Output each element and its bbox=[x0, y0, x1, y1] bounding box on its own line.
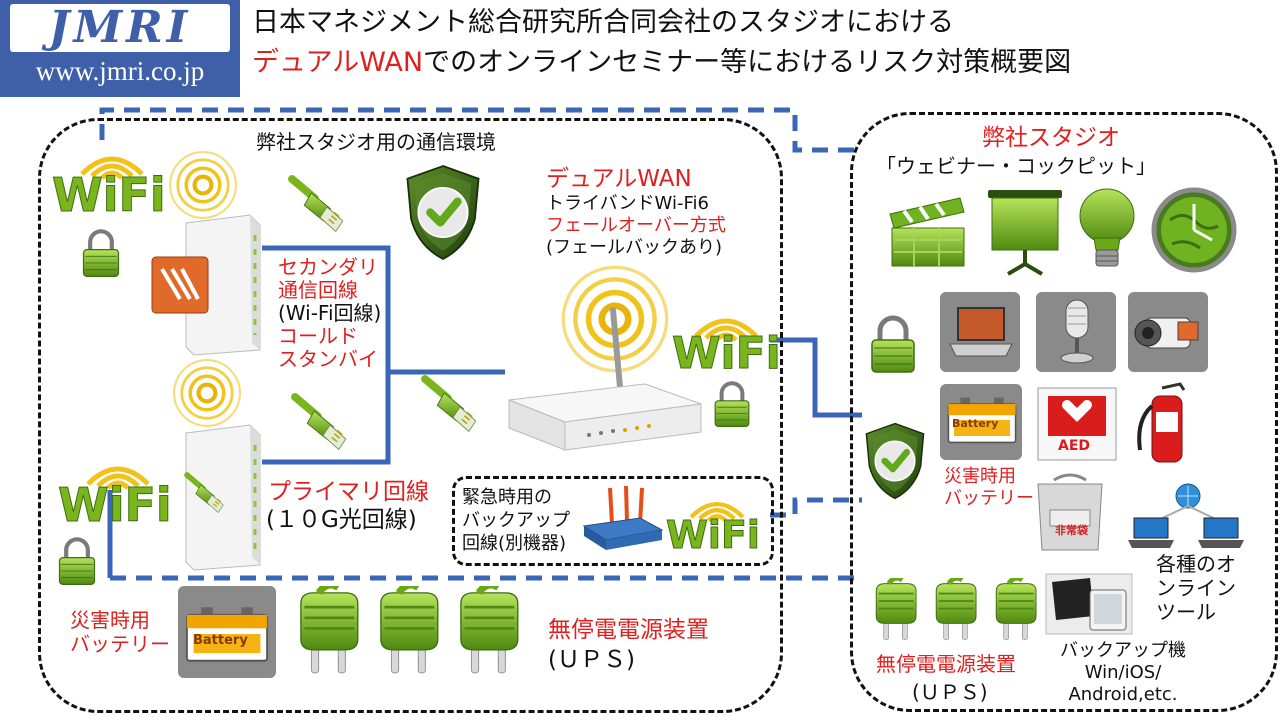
emergency-backup-label: 緊急時用の バックアップ 回線(別機器) bbox=[462, 486, 570, 555]
laptop-icon bbox=[949, 307, 1013, 357]
right-battery-line-1: 災害時用 bbox=[944, 466, 1016, 487]
logo-mark: JMRI bbox=[10, 4, 230, 52]
right-ups-sub: (ＵＰＳ) bbox=[912, 680, 988, 704]
online-tools-line-2: ンライン bbox=[1156, 576, 1236, 600]
lock-icon bbox=[868, 306, 918, 382]
left-region bbox=[38, 118, 783, 713]
secondary-line bbox=[262, 245, 505, 375]
title-line-2: デュアルWANでのオンラインセミナー等におけるリスク対策概要図 bbox=[252, 46, 1071, 80]
backup-device-label: バックアップ機 Win/iOS/ Android,etc. bbox=[1060, 640, 1186, 706]
emergency-bag-icon bbox=[1037, 473, 1103, 551]
emergency-bag-label: 非常袋 bbox=[1055, 524, 1088, 537]
router-icon bbox=[185, 424, 261, 571]
network-laptops-icon bbox=[1128, 483, 1244, 548]
microphone-icon bbox=[1060, 299, 1094, 364]
right-region bbox=[850, 112, 1278, 712]
power-plug-icon bbox=[292, 586, 372, 678]
wifi-icon: WiFi bbox=[666, 513, 761, 557]
wifi-icon: WiFi bbox=[58, 478, 173, 532]
wifi-icon: WiFi bbox=[672, 328, 782, 379]
projector-screen-icon bbox=[988, 190, 1062, 276]
provider-logo-icon bbox=[151, 256, 209, 314]
lock-icon bbox=[712, 380, 752, 428]
ethernet-cable-icon bbox=[418, 372, 488, 442]
secondary-line-1: セカンダリ bbox=[278, 255, 378, 279]
backup-line-1: バックアップ機 bbox=[1060, 640, 1186, 661]
primary-line bbox=[262, 372, 391, 465]
top-dashed-link bbox=[99, 107, 862, 153]
right-battery-line-2: バッテリー bbox=[944, 488, 1034, 509]
power-plug-icon bbox=[870, 578, 926, 644]
router-icon bbox=[508, 307, 702, 451]
left-battery-line-2: バッテリー bbox=[70, 632, 170, 656]
title-line-1: 日本マネジメント総合研究所合同会社のスタジオにおける bbox=[252, 7, 954, 38]
power-plug-icon bbox=[930, 578, 986, 644]
secondary-line-4: コールド bbox=[278, 324, 358, 348]
dual-wan-band: トライバンドWi-Fi6 bbox=[546, 193, 709, 214]
ethernet-cable-icon bbox=[182, 465, 232, 525]
lock-icon bbox=[80, 228, 122, 278]
wifi-icon: WiFi bbox=[52, 168, 167, 222]
studio-subtitle: 「ウェビナー・コックピット」 bbox=[876, 154, 1156, 178]
globe-clock-icon bbox=[1151, 187, 1237, 273]
battery-text: Battery bbox=[952, 417, 999, 430]
emergency-line-1: 緊急時用の bbox=[462, 487, 552, 508]
backup-dashed-link bbox=[770, 497, 862, 518]
emergency-line-3: 回線(別機器) bbox=[462, 533, 567, 554]
logo-url: www.jmri.co.jp bbox=[35, 56, 205, 86]
backup-router-icon bbox=[582, 485, 664, 550]
right-battery-label: 災害時用 バッテリー bbox=[944, 466, 1034, 510]
shield-check-icon bbox=[862, 420, 928, 502]
signal-rings-icon bbox=[172, 358, 242, 428]
tablet-devices-icon bbox=[1045, 573, 1133, 635]
online-tools-line-1: 各種のオ bbox=[1156, 552, 1236, 576]
left-battery-label: 災害時用 バッテリー bbox=[70, 608, 170, 656]
secondary-line-label: セカンダリ 通信回線 (Wi-Fi回線) コールド スタンバイ bbox=[278, 256, 381, 371]
signal-rings-icon bbox=[168, 150, 238, 220]
online-tools-line-3: ツール bbox=[1156, 600, 1216, 624]
video-camera-icon bbox=[1134, 317, 1199, 349]
backup-line-3: Android,etc. bbox=[1068, 684, 1178, 705]
router-icon bbox=[185, 214, 261, 356]
dual-wan-title: デュアルWAN bbox=[546, 166, 692, 192]
aed-icon bbox=[1037, 387, 1117, 461]
shield-check-icon bbox=[402, 160, 484, 265]
battery-text: Battery bbox=[193, 633, 248, 648]
emergency-backup-box bbox=[452, 476, 774, 566]
power-plug-icon bbox=[452, 586, 532, 678]
primary-line-label: プライマリ回線 bbox=[268, 479, 429, 505]
left-ups-sub: (ＵＰＳ) bbox=[548, 647, 635, 673]
power-plug-icon bbox=[990, 578, 1046, 644]
title-line-2-rest: でのオンラインセミナー等におけるリスク対策概要図 bbox=[423, 47, 1072, 78]
primary-line-sub: (１０G光回線) bbox=[266, 507, 417, 533]
aed-label: AED bbox=[1058, 438, 1091, 454]
fire-extinguisher-icon bbox=[1137, 382, 1186, 463]
secondary-line-2: 通信回線 bbox=[278, 278, 358, 302]
ethernet-cable-icon bbox=[285, 172, 355, 242]
secondary-line-5: スタンバイ bbox=[278, 347, 378, 371]
studio-title: 弊社スタジオ bbox=[982, 125, 1120, 151]
right-ups-label: 無停電電源装置 bbox=[876, 652, 1016, 676]
emergency-line-2: バックアップ bbox=[462, 510, 570, 531]
dual-wan-failback: (フェールバックあり) bbox=[546, 237, 723, 258]
left-ups-label: 無停電電源装置 bbox=[548, 617, 709, 643]
clapperboard-icon bbox=[889, 197, 965, 267]
left-region-label: 弊社スタジオ用の通信環境 bbox=[256, 130, 496, 154]
dual-wan-failover: フェールオーバー方式 bbox=[546, 215, 726, 236]
online-tools-label: 各種のオ ンライン ツール bbox=[1156, 552, 1236, 624]
power-plug-icon bbox=[372, 586, 452, 678]
lock-icon bbox=[56, 536, 98, 586]
title-dual-wan: デュアルWAN bbox=[252, 47, 424, 78]
router-to-studio-line bbox=[770, 337, 862, 418]
lightbulb-icon bbox=[1079, 188, 1135, 267]
secondary-line-3: (Wi-Fi回線) bbox=[278, 301, 382, 325]
left-battery-line-1: 災害時用 bbox=[70, 608, 150, 632]
ethernet-cable-icon bbox=[288, 390, 358, 460]
backup-line-2: Win/iOS/ bbox=[1084, 662, 1162, 683]
